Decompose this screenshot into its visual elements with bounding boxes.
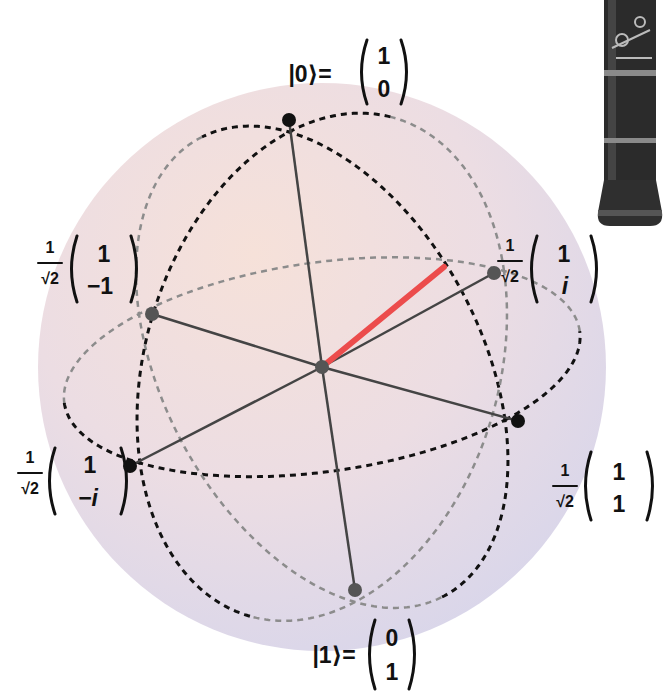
clarinet-ring: [604, 70, 656, 76]
axis-line: [289, 120, 322, 367]
ket-label: |1⟩=: [312, 644, 355, 667]
fraction-bar: [553, 485, 577, 487]
bracket: [532, 236, 597, 302]
axis-line: [322, 367, 355, 590]
vector-entry: 0: [386, 627, 399, 650]
vector-entry: −1: [87, 275, 113, 298]
great-circle: [64, 257, 580, 403]
bracket: [586, 452, 653, 520]
basis-point: [487, 266, 501, 280]
vector-brackets: [18, 40, 653, 689]
bracket: [362, 40, 407, 104]
clarinet-body: [604, 0, 656, 185]
state-vector: [322, 267, 444, 367]
great-circles: [64, 113, 580, 621]
fraction-part: √2: [556, 494, 574, 510]
axes: [123, 113, 525, 597]
fraction-bar: [18, 472, 42, 474]
vector-entry: 1: [613, 461, 626, 484]
axis-line: [322, 273, 494, 367]
great-circle: [505, 331, 580, 420]
fraction-part: √2: [501, 269, 519, 285]
clarinet-key: [635, 17, 645, 27]
vector-entry: −i: [78, 487, 98, 510]
fraction-part: 1: [46, 240, 55, 256]
bracket: [50, 448, 127, 514]
bracket: [72, 236, 137, 302]
ket-label: |0⟩=: [288, 63, 331, 86]
clarinet-picture: [598, 0, 663, 226]
axis-line: [130, 367, 322, 466]
clarinet-bell: [598, 180, 663, 226]
sphere-surface: [38, 83, 606, 651]
vector-entry: 1: [558, 243, 571, 266]
fraction-part: 1: [561, 463, 570, 479]
basis-point: [145, 307, 159, 321]
vector-entry: 1: [378, 45, 391, 68]
vector-entry: 1: [613, 493, 626, 516]
great-circle: [254, 271, 507, 621]
clarinet-ring: [604, 138, 656, 143]
basis-point: [348, 583, 362, 597]
great-circle: [442, 420, 508, 597]
fraction-bar: [498, 260, 522, 262]
vector-entry: 1: [84, 454, 97, 477]
vector-entry: 1: [386, 661, 399, 684]
vector-entry: 1: [98, 243, 111, 266]
fraction-part: 1: [506, 238, 515, 254]
fraction-part: 1: [26, 450, 35, 466]
axis-line: [322, 367, 518, 421]
fraction-part: √2: [41, 271, 59, 287]
clarinet-key-rod: [612, 30, 652, 58]
vector-entry: 0: [378, 78, 391, 101]
axis-line: [152, 314, 322, 367]
basis-point: [282, 113, 296, 127]
basis-point: [511, 414, 525, 428]
vector-entry: i: [562, 275, 568, 298]
centre-point: [315, 360, 329, 374]
clarinet-rim: [598, 210, 662, 216]
great-circle: [390, 117, 504, 271]
fraction-part: √2: [21, 481, 39, 497]
great-circle: [64, 403, 505, 477]
great-circle: [136, 137, 442, 608]
bracket: [370, 620, 415, 689]
great-circle: [137, 113, 390, 617]
clarinet-highlight: [608, 0, 616, 185]
fraction-bar: [38, 262, 62, 264]
